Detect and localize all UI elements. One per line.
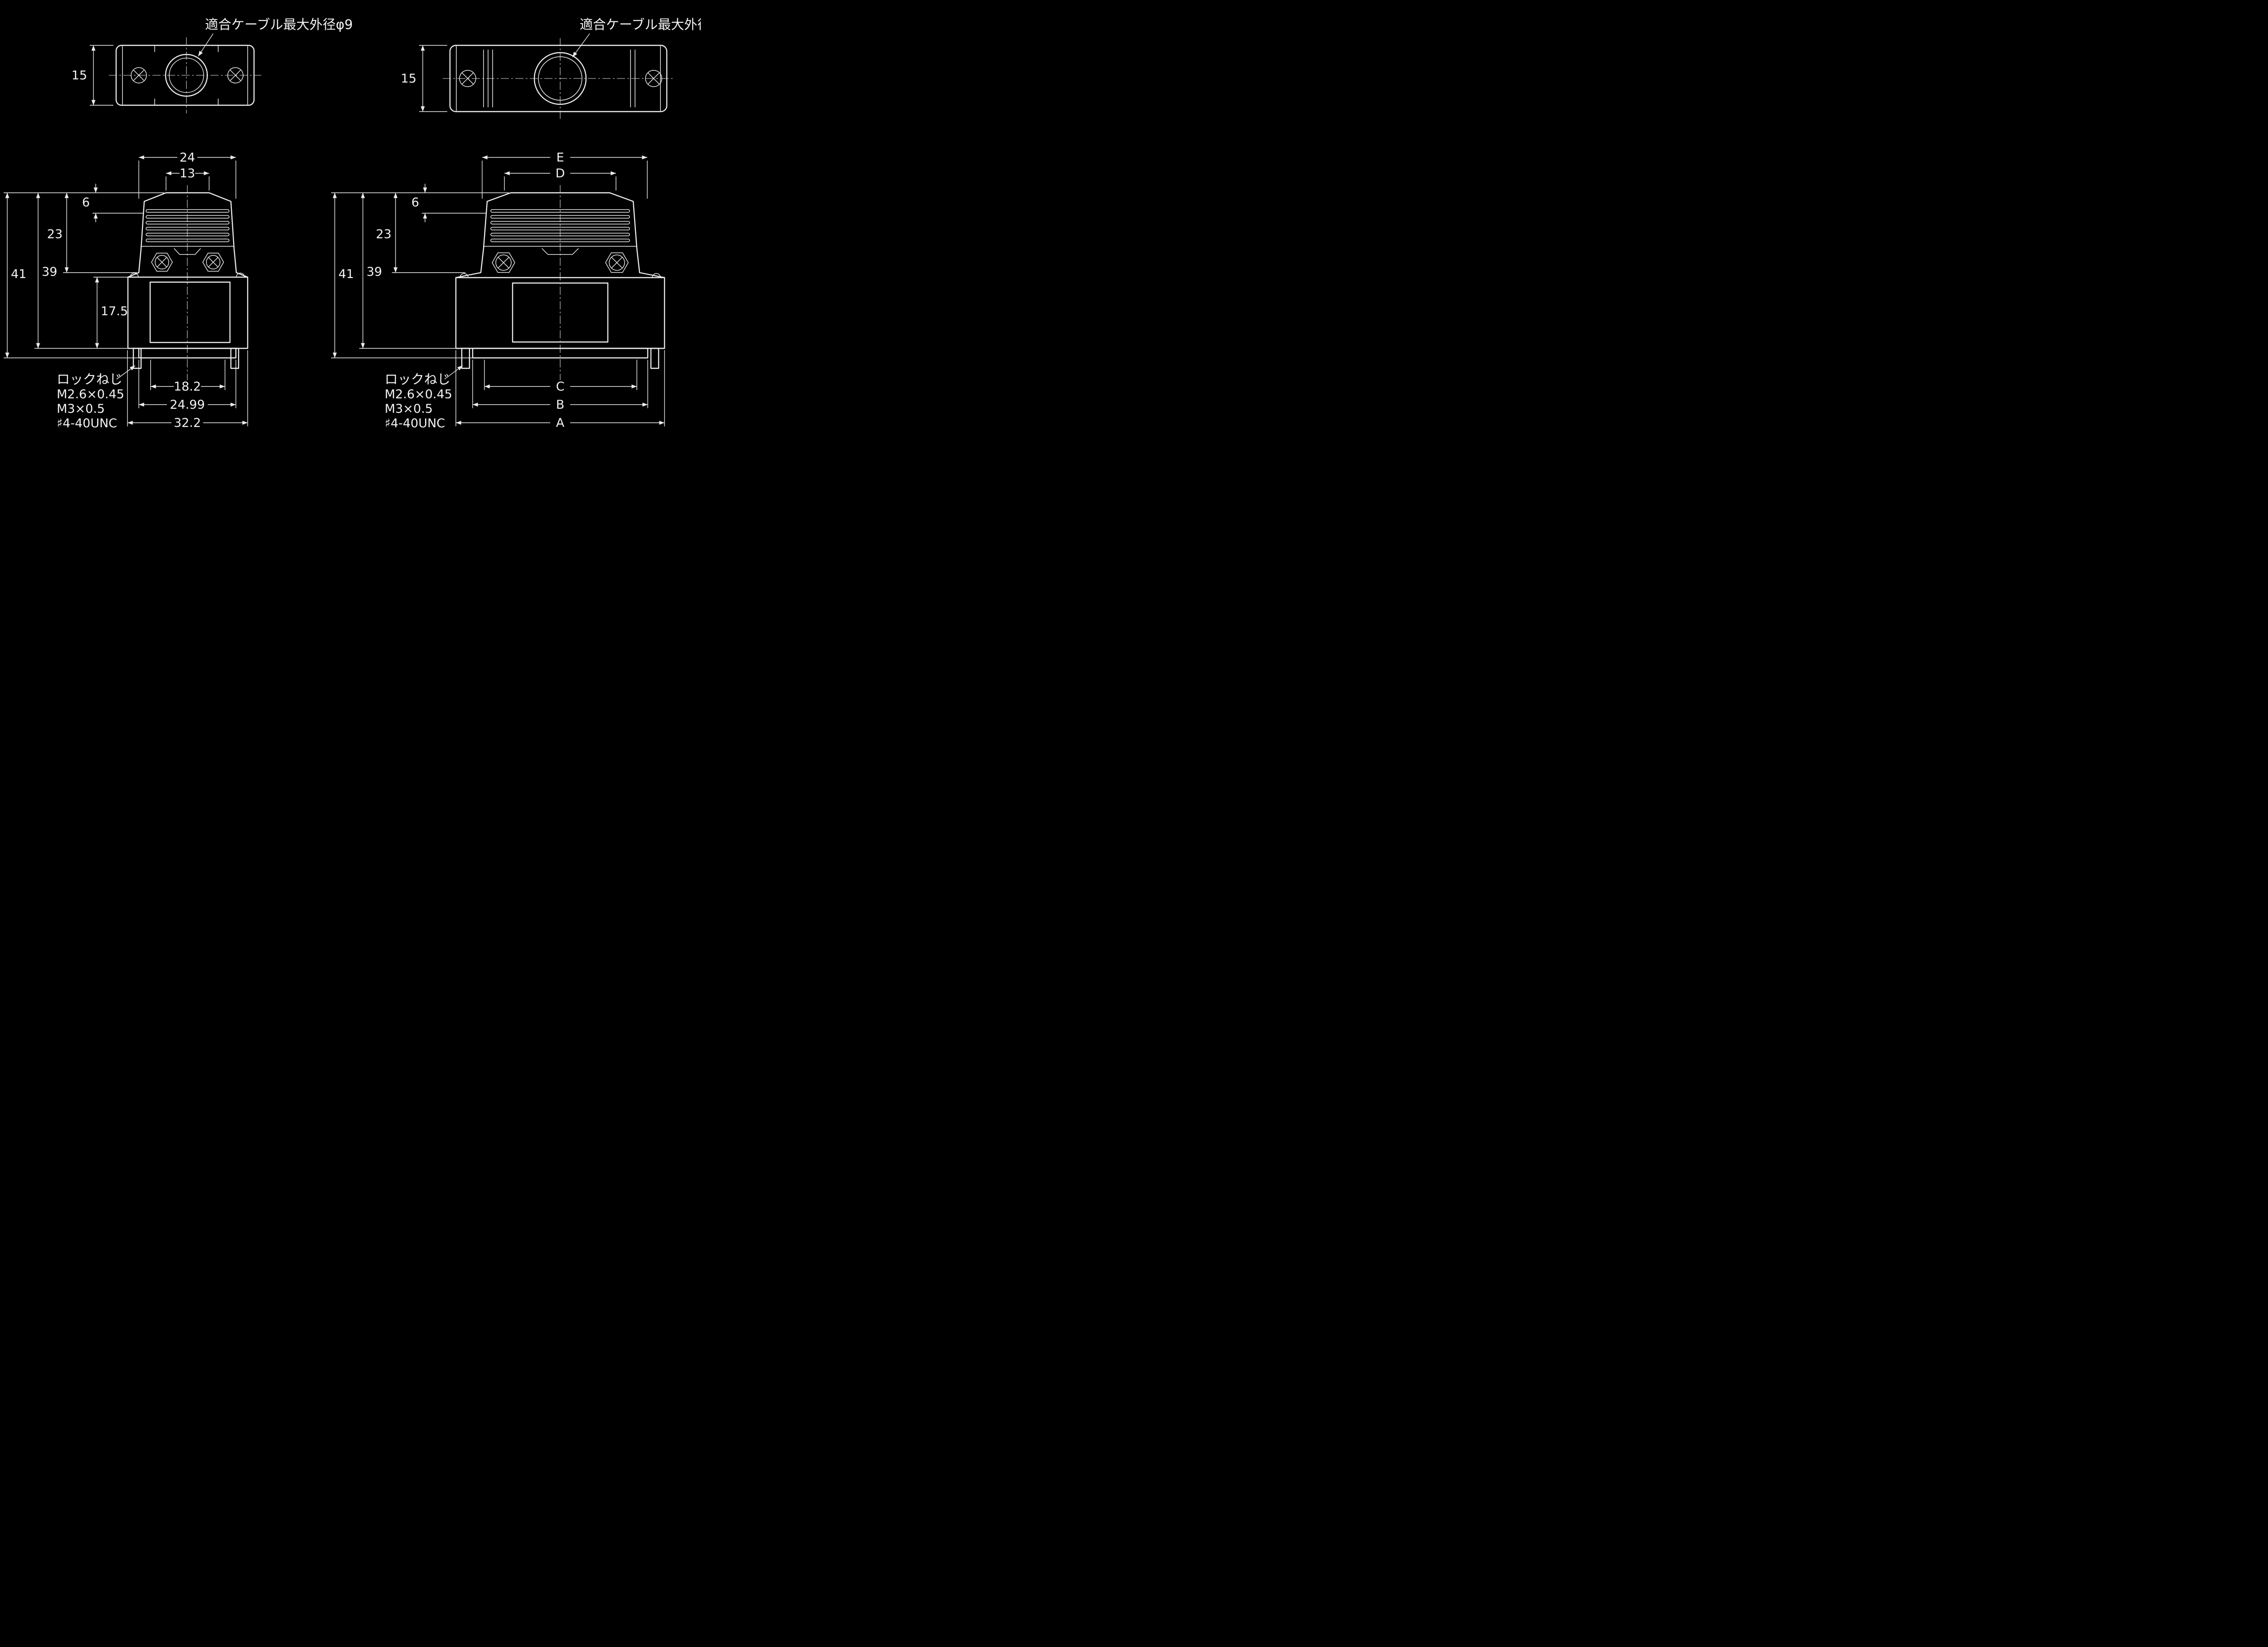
dim-left-vent-offset: 6 (82, 184, 143, 222)
dim-left-upper-height: 23 (47, 193, 137, 273)
dim-left-flange-width: 24.99 (138, 360, 236, 412)
hex-jack-screw-icon (605, 252, 629, 273)
right-cable-note: 適合ケーブル最大外径φF (572, 17, 701, 58)
dim-label: 17.5 (101, 304, 128, 318)
dim-label: 6 (411, 195, 419, 210)
dim-right-top-width: E (482, 151, 648, 199)
dim-right-opening-width: C (484, 360, 637, 394)
right-top-view: 15 適合ケーブル最大外径φF (401, 17, 701, 119)
dim-label: 15 (401, 72, 416, 86)
dim-right-overall-width: A (455, 350, 665, 429)
dim-label: 39 (42, 265, 57, 279)
left-cable-note: 適合ケーブル最大外径φ9 (198, 17, 353, 57)
lock-note-spec2: M3×0.5 (57, 402, 105, 416)
dim-left-lower-height: 17.5 (93, 277, 128, 348)
dim-right-vent-offset: 6 (411, 184, 486, 222)
dim-right-overall-height: 41 (331, 193, 473, 358)
dim-label: 23 (376, 227, 391, 241)
lock-note-title: ロックねじ (57, 371, 122, 387)
dim-label: D (556, 166, 565, 181)
lock-note-spec1: M2.6×0.45 (385, 387, 452, 401)
lock-note-title: ロックねじ (385, 371, 450, 387)
dim-label: A (556, 416, 565, 429)
dim-right-top-flat: D (504, 166, 616, 191)
dim-label: 13 (180, 166, 195, 181)
dim-label: E (556, 151, 564, 165)
left-front-view: 24 13 6 23 39 (4, 151, 249, 429)
lock-note-spec3: ♯4-40UNC (385, 416, 445, 429)
left-top-view: 15 適合ケーブル最大外径φ9 (72, 17, 353, 113)
lock-screw-foot (461, 347, 470, 369)
dim-label: 24.99 (170, 398, 205, 412)
dim-label: C (556, 380, 565, 394)
lock-note-spec2: M3×0.5 (385, 402, 433, 416)
dim-label: 6 (82, 195, 90, 210)
lock-screw-foot (230, 347, 240, 369)
dim-right-flange-width: B (472, 360, 648, 412)
hex-jack-screw-icon (492, 252, 515, 273)
cable-note-label: 適合ケーブル最大外径φ9 (205, 17, 353, 32)
dim-label: B (556, 398, 565, 412)
dim-left-opening-width: 18.2 (150, 360, 225, 394)
dim-label: 41 (338, 267, 354, 281)
lock-screw-foot (132, 347, 142, 369)
dim-right-body-height: 39 (359, 193, 456, 349)
lock-note-spec3: ♯4-40UNC (57, 416, 117, 429)
dim-label: 39 (367, 265, 382, 279)
left-lock-screw-note: ロックねじ M2.6×0.45 M3×0.5 ♯4-40UNC (57, 365, 136, 429)
dim-left-top-height: 15 (72, 45, 113, 106)
dim-left-overall-width: 32.2 (127, 350, 248, 429)
cable-note-label: 適合ケーブル最大外径φF (580, 17, 701, 32)
dim-left-top-width: 24 (138, 151, 236, 199)
connector-hood-drawing: 15 適合ケーブル最大外径φ9 (4, 17, 701, 429)
dim-label: 41 (11, 267, 26, 281)
dim-label: 18.2 (174, 380, 201, 394)
right-front-view: E D 6 23 39 (331, 151, 665, 429)
dim-left-top-flat: 13 (166, 166, 210, 191)
dim-right-upper-height: 23 (376, 193, 465, 273)
dim-label: 32.2 (174, 416, 201, 429)
lock-screw-foot (650, 347, 660, 369)
hex-jack-screw-icon (202, 253, 224, 272)
technical-drawing-page: 15 適合ケーブル最大外径φ9 (0, 0, 701, 429)
dim-label: 24 (180, 151, 195, 165)
lock-note-spec1: M2.6×0.45 (57, 387, 124, 401)
dim-label: 23 (47, 227, 63, 241)
dim-left-body-height: 39 (34, 193, 128, 349)
right-lock-screw-note: ロックねじ M2.6×0.45 M3×0.5 ♯4-40UNC (385, 365, 463, 429)
hex-jack-screw-icon (151, 253, 173, 272)
dim-label: 15 (72, 68, 87, 83)
dim-right-top-height: 15 (401, 45, 447, 112)
dim-left-overall-height: 41 (4, 193, 139, 358)
